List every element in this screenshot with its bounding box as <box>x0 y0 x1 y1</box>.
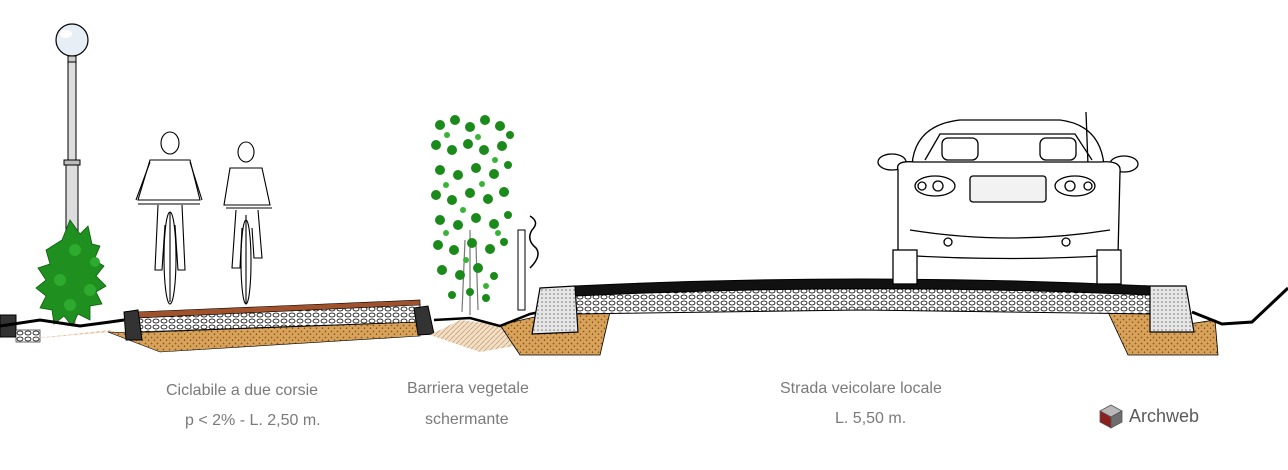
road-caption-line1: Strada veicolare locale <box>780 380 942 397</box>
car-rear-view-icon <box>877 111 1139 285</box>
cyclist-icon <box>223 141 272 305</box>
archweb-logo-text: Archweb <box>1129 405 1200 426</box>
road-curbs <box>531 285 1195 335</box>
ground-line-left <box>0 318 125 328</box>
bike-path-curbs <box>123 305 435 341</box>
vegetative-barrier-hedge <box>431 115 514 315</box>
left-curb <box>0 314 41 343</box>
barrier-caption-line1: Barriera vegetale <box>407 380 529 397</box>
barrier-caption-line2: schermante <box>425 411 509 428</box>
shrub <box>35 219 107 327</box>
road-caption-line2: L. 5,50 m. <box>835 410 907 427</box>
archweb-logo: Archweb <box>1098 402 1199 430</box>
street-lamp <box>55 23 89 236</box>
ground-line-right <box>1191 286 1288 326</box>
bike-path-caption-line1: Ciclabile a due corsie <box>166 382 319 399</box>
barrier-berm <box>430 310 611 356</box>
bike-path-caption-line2: p < 2% - L. 2,50 m. <box>185 412 321 429</box>
road-structure <box>574 278 1219 356</box>
archweb-cube-icon <box>1099 404 1123 429</box>
cyclist-icon <box>135 131 203 305</box>
fence-post <box>517 215 539 311</box>
